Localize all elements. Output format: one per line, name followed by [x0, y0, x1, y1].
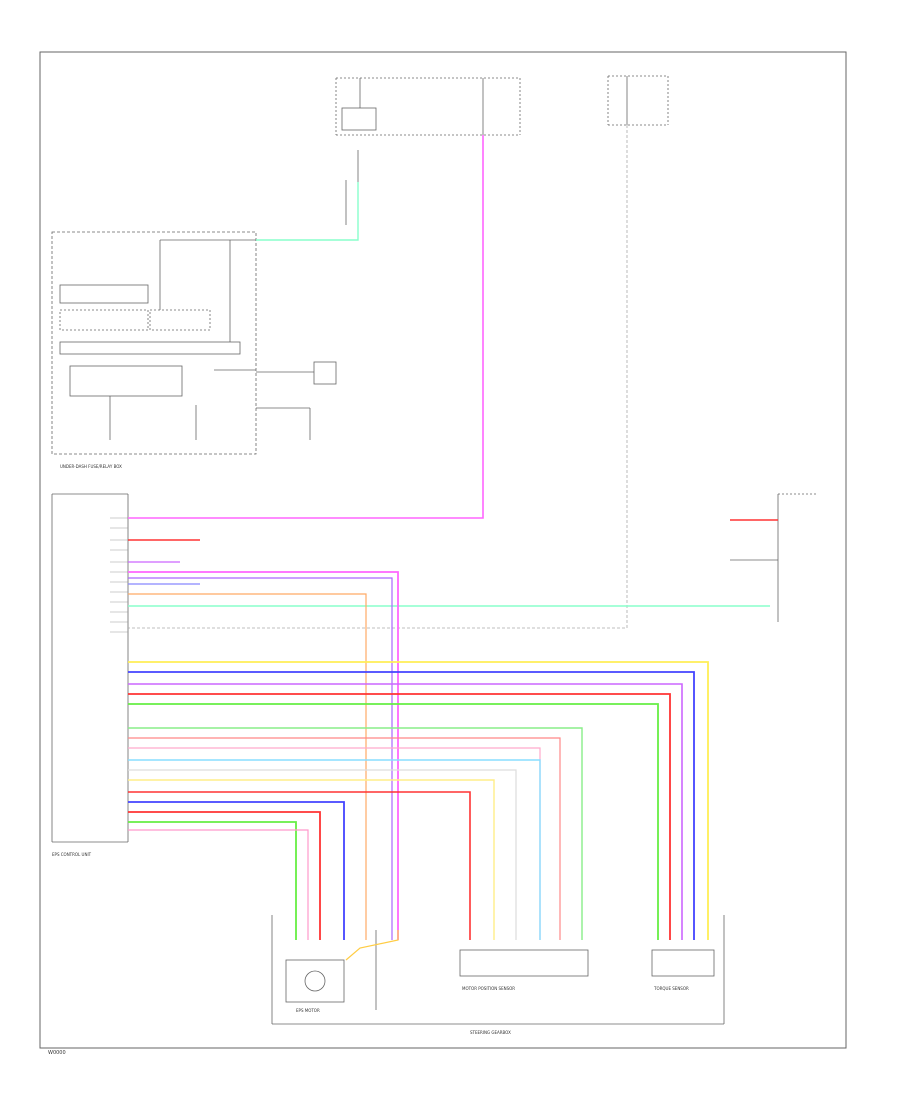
diagram-frame [39, 51, 847, 1049]
wire-yellow-ts [128, 661, 709, 940]
eps-control-unit-label: EPS CONTROL UNIT [52, 852, 92, 857]
wire-green-mps [128, 727, 583, 940]
wire-orange [128, 593, 367, 940]
under-dash-module-box [51, 231, 257, 455]
wire-pink-main [128, 135, 484, 519]
wire-pink-motor2 [128, 829, 309, 940]
wire-lightblue-mps [128, 759, 541, 940]
under-dash-module-label: UNDER-DASH FUSE/RELAY BOX [60, 464, 122, 469]
wire-red-mps [128, 737, 561, 940]
wire-blue-motor [128, 801, 345, 940]
wire-blue-ts [128, 671, 695, 940]
footer-code: W0000 [48, 1050, 66, 1056]
wire-yellow-mps [128, 779, 495, 940]
steering-gearbox-label: STEERING GEARBOX [470, 1030, 511, 1035]
wire-red-motor [128, 811, 321, 940]
steering-gearbox-box [271, 915, 725, 1025]
eps-pin-rows [110, 517, 128, 633]
wire-black-dashed [128, 125, 628, 629]
eps-motor-label: EPS MOTOR [296, 1008, 320, 1013]
motor-position-sensor-label: MOTOR POSITION SENSOR [462, 986, 515, 991]
eps-control-unit-box [51, 493, 129, 843]
wire-violet-motor [128, 577, 393, 940]
top-fuse-group [335, 75, 669, 136]
wire-red-ts [128, 693, 671, 940]
module-side-components [256, 150, 359, 440]
wire-green-motor [128, 821, 297, 940]
torque-sensor-label: TORQUE SENSOR [653, 986, 689, 991]
wire-red-mps2 [128, 791, 471, 940]
wire-motor-feed [345, 930, 399, 961]
wire-light-green-top [256, 182, 359, 241]
wire-white-mps [128, 769, 517, 940]
wire-pink-mps [128, 747, 541, 940]
wire-violet-ts [128, 683, 683, 940]
wire-pink-motor [128, 571, 399, 940]
right-connector [730, 493, 818, 622]
wire-green-ts [128, 703, 659, 940]
